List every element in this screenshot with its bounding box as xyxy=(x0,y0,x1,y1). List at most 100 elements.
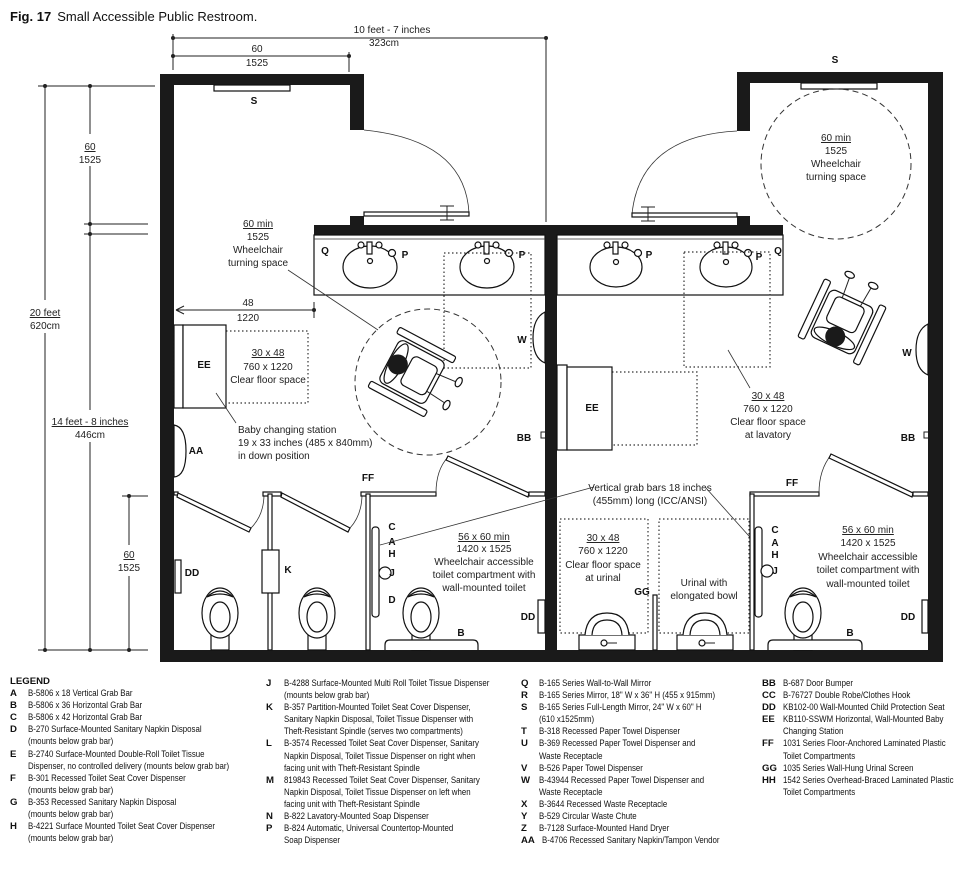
turning-circle-left xyxy=(354,308,502,456)
legend-item-text: 1035 Series Wall-Hung Urinal Screen xyxy=(783,762,914,774)
legend-item-text: B-822 Lavatory-Mounted Soap Dispenser xyxy=(284,811,429,823)
turning-left-l1: Wheelchair xyxy=(233,245,284,256)
baby-station-l1: Baby changing station xyxy=(238,425,336,436)
baby-station-panel-left xyxy=(173,324,184,409)
legend-item-text: KB110-SSWM Horizontal, Wall-Mounted Baby xyxy=(783,714,944,726)
baby-station-l2: 19 x 33 inches (485 x 840mm) xyxy=(238,438,373,449)
legend-item: EE KB110-SSWM Horizontal, Wall-Mounted Ba… xyxy=(762,714,975,738)
clear-urinal-l2: at urinal xyxy=(585,573,621,584)
turning-right-l2: turning space xyxy=(806,172,866,183)
tag-q-right: Q xyxy=(774,246,782,257)
clear-48-metric: 1220 xyxy=(237,313,260,324)
clear-floor-space-right xyxy=(567,371,698,446)
legend-item-text: Changing Station xyxy=(783,726,844,738)
baby-station-l3: in down position xyxy=(238,451,310,462)
towel-dispenser-w-left xyxy=(532,311,546,364)
legend-item-text: B-3644 Recessed Waste Receptacle xyxy=(539,798,668,810)
legend-item: L B-3574 Recessed Toilet Seat Cover Dispe… xyxy=(266,738,534,774)
clear-urinal-metric: 760 x 1220 xyxy=(578,546,628,557)
legend-item-code: L xyxy=(266,738,272,750)
legend-item-text: B-529 Circular Waste Chute xyxy=(539,811,637,823)
legend-item-text: B-4706 Recessed Sanitary Napkin/Tampon V… xyxy=(542,835,720,847)
toilet-1-icon xyxy=(201,587,239,651)
dimension-lines xyxy=(38,34,548,652)
tissue-dispenser-j-right xyxy=(760,564,774,578)
urinal-1-icon xyxy=(578,612,636,651)
legend-item-code: B xyxy=(10,700,17,712)
legend-item-text: Napkin Disposal, Toilet Tissue Dispenser… xyxy=(284,786,471,798)
tag-s-left: S xyxy=(251,96,258,107)
tag-ee-right: EE xyxy=(585,403,599,414)
clear-floor-left-metric: 760 x 1220 xyxy=(243,362,293,373)
tag-d-left: D xyxy=(388,595,395,606)
acc-left-l2: toilet compartment with xyxy=(433,570,536,581)
tag-dd-left-1: DD xyxy=(185,568,199,579)
tag-a-left: A xyxy=(388,537,395,548)
vanity-right xyxy=(556,234,784,296)
tag-w-right: W xyxy=(902,348,912,359)
legend-item-code: EE xyxy=(762,714,775,726)
mirror-s-right xyxy=(800,82,878,90)
turning-circle-right xyxy=(760,88,912,240)
acc-left-metric: 1420 x 1525 xyxy=(456,544,511,555)
legend-item-text: B-7128 Surface-Mounted Hand Dryer xyxy=(539,823,670,835)
acc-right-metric: 1420 x 1525 xyxy=(840,538,895,549)
legend-item-text: B-3574 Recessed Toilet Seat Cover Dispen… xyxy=(284,738,479,750)
legend-item-text: B-165 Series Mirror, 18" W x 36" H (455 … xyxy=(539,690,716,702)
legend-item-text: Theft-Resistant Spindle (serves two comp… xyxy=(284,726,463,738)
tag-h-left: H xyxy=(388,549,395,560)
vanity-left xyxy=(313,234,546,296)
tag-dd-left-2: DD xyxy=(521,612,535,623)
stall-60-label: 60 xyxy=(123,550,135,561)
turning-left-l2: turning space xyxy=(228,258,288,269)
legend-item-text: B-301 Recessed Toilet Seat Cover Dispens… xyxy=(28,772,186,784)
legend-item-text: B-318 Recessed Paper Towel Dispenser xyxy=(539,726,681,738)
legend-item-text: facing unit with Theft-Resistant Spindle xyxy=(284,762,420,774)
tag-c-right: C xyxy=(771,525,778,536)
tag-c-left: C xyxy=(388,522,395,533)
legend-item-code: FF xyxy=(762,738,774,750)
clear-lav-l1: Clear floor space xyxy=(730,417,806,428)
entry-door-right[interactable] xyxy=(631,130,738,222)
left-60-metric: 1525 xyxy=(79,155,102,166)
legend-item-text: B-687 Door Bumper xyxy=(783,678,853,689)
tag-k: K xyxy=(284,565,292,576)
legend-item-code: S xyxy=(521,702,528,714)
legend-item-text: (mounts below grab bar) xyxy=(28,736,114,748)
legend-item-text: Dispenser, no controlled delivery (mount… xyxy=(28,760,230,772)
tag-ee-left: EE xyxy=(197,360,211,371)
legend-item-code: D xyxy=(10,724,17,736)
door-bumper-right xyxy=(923,431,928,439)
legend-item-text: Napkin Disposal, Toilet Tissue Dispenser… xyxy=(284,750,476,762)
legend-item-text: B-165 Series Wall-to-Wall Mirror xyxy=(539,678,652,689)
tag-bb-left: BB xyxy=(517,433,531,444)
legend-item-text: Toilet Compartments xyxy=(783,750,856,762)
legend-item-code: K xyxy=(266,702,273,714)
entry-door-left[interactable] xyxy=(363,129,470,221)
clear-lav-metric: 760 x 1220 xyxy=(743,404,793,415)
legend-item-text: facing unit with Theft-Resistant Spindle xyxy=(284,798,420,810)
tag-aa: AA xyxy=(189,446,203,457)
